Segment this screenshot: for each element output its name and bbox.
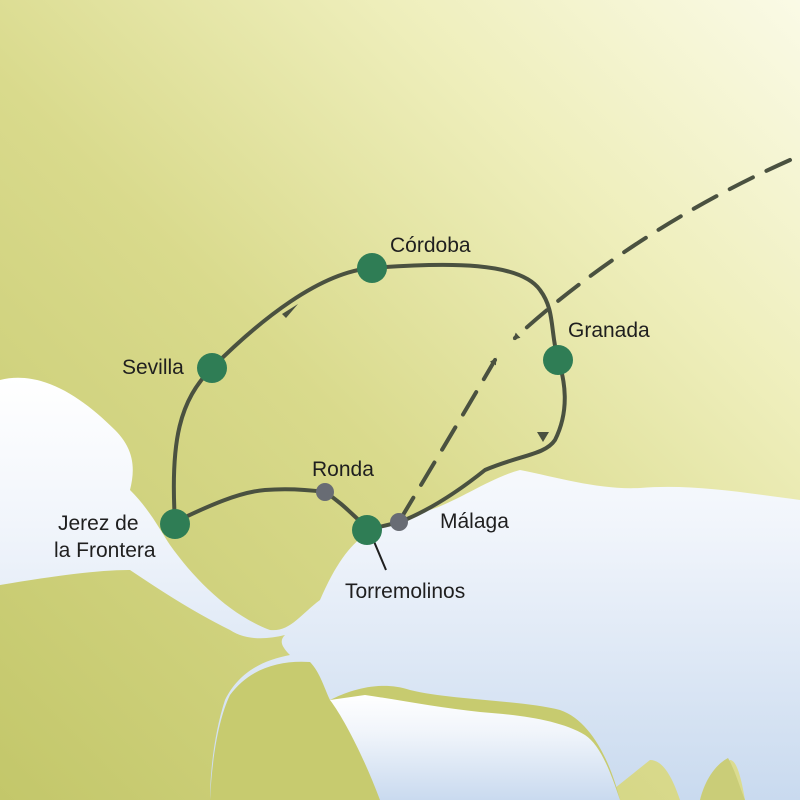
flight-dashed-line (512, 158, 792, 340)
label-cordoba: Córdoba (390, 234, 471, 257)
waypoint-malaga[interactable] (390, 513, 408, 531)
tour-route-line (171, 262, 567, 530)
small-headland (700, 758, 745, 800)
stop-jerez[interactable] (160, 509, 190, 539)
label-jerez-line1: Jerez de (58, 512, 139, 535)
label-jerez-line2: la Frontera (54, 539, 156, 562)
stop-torremolinos[interactable] (352, 515, 382, 545)
label-sevilla: Sevilla (122, 356, 184, 379)
label-ronda: Ronda (312, 458, 374, 481)
label-malaga: Málaga (440, 510, 509, 533)
stop-sevilla[interactable] (197, 353, 227, 383)
stop-cordoba[interactable] (357, 253, 387, 283)
route-arrow-north (282, 304, 298, 318)
label-granada: Granada (568, 319, 650, 342)
stop-granada[interactable] (543, 345, 573, 375)
sea-area (0, 377, 800, 800)
waypoint-ronda[interactable] (316, 483, 334, 501)
flight-dashed-line-return (398, 357, 497, 522)
north-africa-coast-mask (330, 695, 620, 800)
route-arrow-south (537, 432, 549, 442)
label-torremolinos: Torremolinos (345, 580, 465, 603)
